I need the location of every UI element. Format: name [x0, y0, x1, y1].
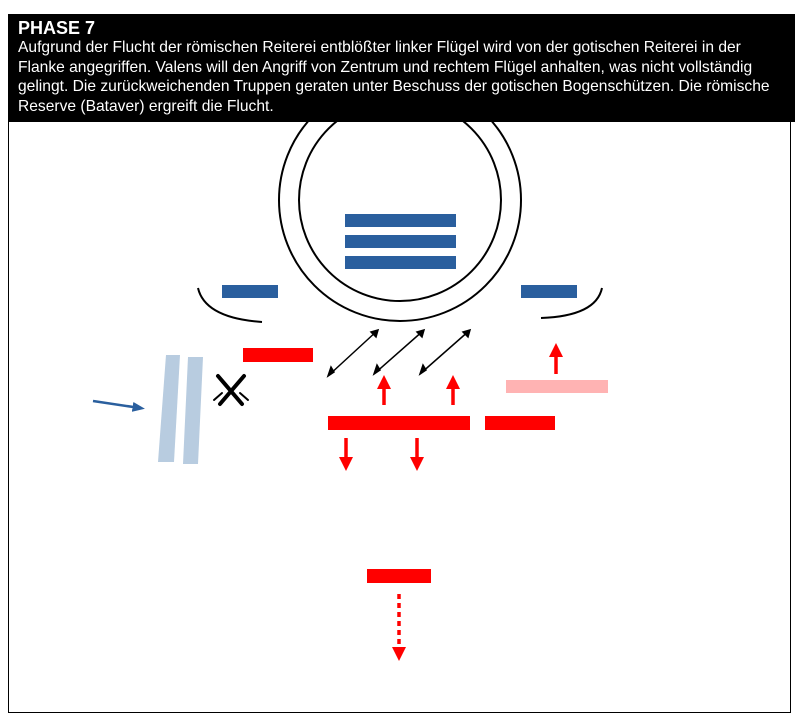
arrow-icon	[326, 328, 380, 378]
goth-archer-arrows	[326, 328, 472, 378]
goth-cavalry-faded	[158, 355, 203, 464]
hill-arc-right	[540, 287, 603, 319]
roman-right-wing	[485, 416, 555, 430]
phase-title: PHASE 7	[18, 18, 96, 38]
goth-infantry-center	[345, 214, 456, 269]
crossed-swords-icon	[213, 374, 249, 406]
goth-cavalry-attack-arrow	[92, 399, 145, 412]
roman-left-wing	[243, 348, 313, 362]
goth-unit-left	[222, 285, 278, 298]
roman-movement-arrows	[339, 343, 563, 661]
arrow-icon	[418, 328, 472, 376]
hill-arc-left	[197, 287, 263, 323]
phase-description: Aufgrund der Flucht der römischen Reiter…	[18, 39, 770, 115]
phase-header: PHASE 7 Aufgrund der Flucht der römische…	[8, 14, 795, 122]
roman-center	[328, 416, 470, 430]
arrow-icon	[372, 328, 426, 376]
roman-reserve-batavians	[367, 569, 431, 583]
goth-unit-right	[521, 285, 577, 298]
roman-right-advanced-faded	[506, 380, 608, 393]
